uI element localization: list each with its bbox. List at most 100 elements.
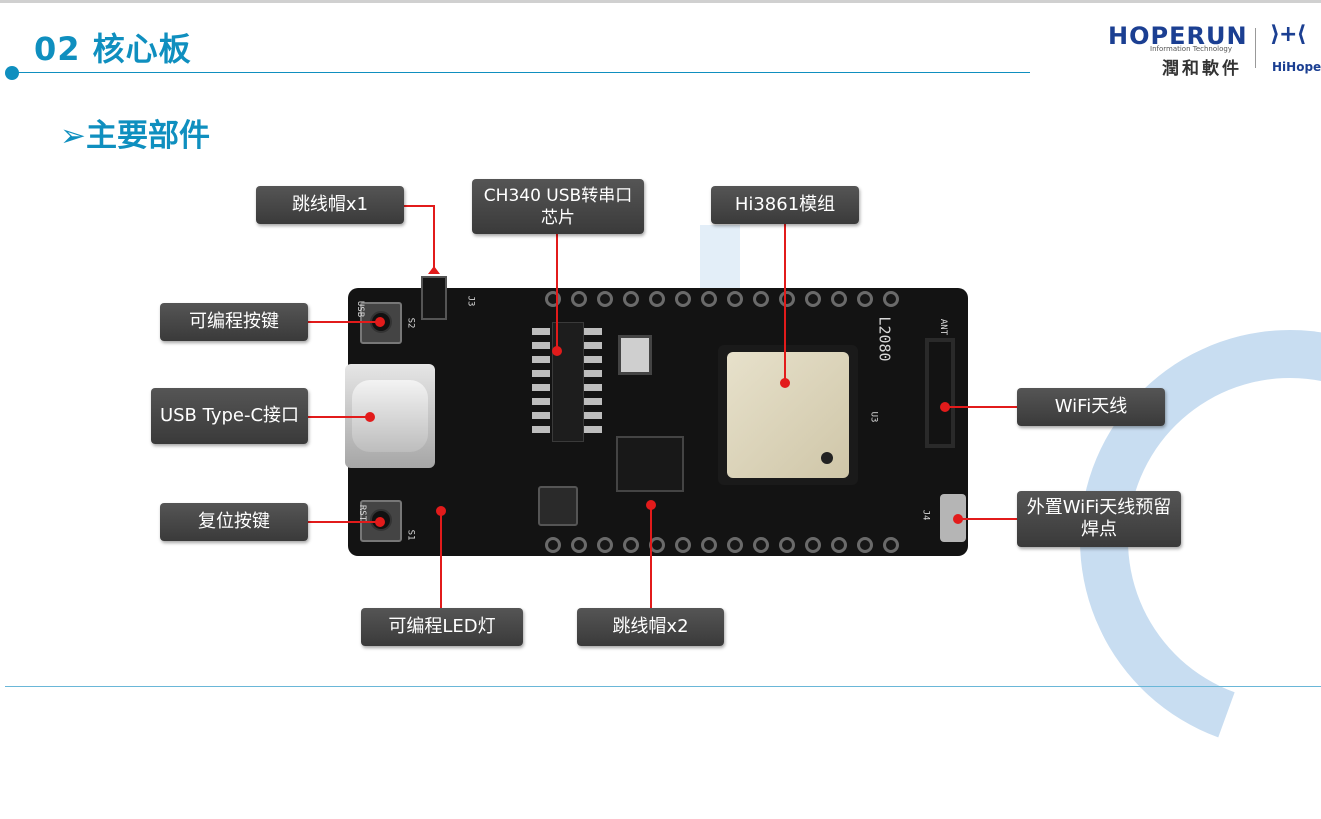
chip-pad bbox=[532, 398, 550, 405]
silk-j3: J3 bbox=[465, 295, 476, 307]
module-marker-dot bbox=[821, 452, 833, 464]
dot-reset-button bbox=[375, 517, 385, 527]
chip-pad bbox=[532, 412, 550, 419]
arrow-jumper-x1 bbox=[428, 266, 440, 274]
line-usb-typec bbox=[308, 416, 370, 418]
label-reset-button: 复位按键 bbox=[160, 503, 308, 541]
title-underline bbox=[12, 72, 1030, 73]
dot-hi3861 bbox=[780, 378, 790, 388]
pcb-antenna bbox=[925, 338, 955, 448]
header-pin bbox=[649, 291, 665, 307]
chip-pad bbox=[532, 342, 550, 349]
chip-pad bbox=[532, 370, 550, 377]
header-pin bbox=[623, 291, 639, 307]
header-pin bbox=[545, 291, 561, 307]
silk-j4: J4 bbox=[920, 509, 931, 521]
header-pin bbox=[779, 537, 795, 553]
label-ch340: CH340 USB转串口芯片 bbox=[472, 179, 644, 234]
header-pin bbox=[727, 291, 743, 307]
crystal-y2 bbox=[618, 335, 652, 375]
label-wifi-antenna: WiFi天线 bbox=[1017, 388, 1165, 426]
line-hi3861 bbox=[784, 223, 786, 383]
label-ext-antenna: 外置WiFi天线预留焊点 bbox=[1017, 491, 1181, 547]
top-border bbox=[0, 0, 1321, 3]
line-prog-button bbox=[308, 321, 380, 323]
chip-pad bbox=[532, 356, 550, 363]
header-pin bbox=[753, 291, 769, 307]
header-pin bbox=[623, 537, 639, 553]
dot-wifi-antenna bbox=[940, 402, 950, 412]
section-heading: ➢主要部件 bbox=[60, 118, 210, 154]
header-pin bbox=[701, 537, 717, 553]
hoperun-logo-sub: Information Technology bbox=[1150, 45, 1232, 53]
hihope-logo-icon: ⟩+⟨ bbox=[1270, 22, 1307, 47]
label-jumper-x1: 跳线帽x1 bbox=[256, 186, 404, 224]
label-prog-button: 可编程按键 bbox=[160, 303, 308, 341]
dot-jumper-x2 bbox=[646, 500, 656, 510]
line-reset-button bbox=[308, 521, 380, 523]
header-pin bbox=[571, 291, 587, 307]
label-jumper-x2: 跳线帽x2 bbox=[577, 608, 724, 646]
line-prog-led bbox=[440, 511, 442, 609]
regulator bbox=[538, 486, 578, 526]
header-pin bbox=[545, 537, 561, 553]
silk-u3: U3 bbox=[868, 411, 879, 423]
label-usb-typec: USB Type-C接口 bbox=[151, 388, 308, 444]
chip-pad bbox=[584, 370, 602, 377]
chip-pad bbox=[584, 412, 602, 419]
page-title: 02 核心板 bbox=[34, 30, 192, 68]
header-pin bbox=[675, 291, 691, 307]
header-pin bbox=[571, 537, 587, 553]
dot-prog-button bbox=[375, 317, 385, 327]
silk-s1: S1 bbox=[405, 529, 416, 541]
line-jumper-x1-v bbox=[433, 205, 435, 270]
chip-pad bbox=[584, 384, 602, 391]
line-wifi-antenna bbox=[945, 406, 1018, 408]
header-pin bbox=[727, 537, 743, 553]
logo-divider bbox=[1255, 28, 1256, 68]
label-hi3861: Hi3861模组 bbox=[711, 186, 859, 224]
title-bullet-dot bbox=[5, 66, 19, 80]
line-jumper-x1-h bbox=[403, 205, 435, 207]
header-pin bbox=[779, 291, 795, 307]
footer-rule bbox=[5, 686, 1321, 687]
chip-pad bbox=[532, 328, 550, 335]
chip-pad bbox=[532, 384, 550, 391]
header-pin bbox=[675, 537, 691, 553]
chip-pad bbox=[532, 426, 550, 433]
line-ext-antenna bbox=[958, 518, 1018, 520]
header-pin bbox=[883, 291, 899, 307]
line-ch340 bbox=[556, 233, 558, 351]
header-pin bbox=[831, 537, 847, 553]
header-pin bbox=[883, 537, 899, 553]
chip-pad bbox=[584, 342, 602, 349]
header-pin bbox=[701, 291, 717, 307]
chip-pad bbox=[584, 356, 602, 363]
silk-usb: USB bbox=[355, 300, 366, 318]
silk-s2: S2 bbox=[405, 317, 416, 329]
silk-ant: ANT bbox=[938, 318, 949, 336]
chip-pad bbox=[584, 398, 602, 405]
header-pin bbox=[753, 537, 769, 553]
header-pin bbox=[597, 537, 613, 553]
hoperun-logo: HOPERUN bbox=[1108, 22, 1248, 50]
jumper-cap-j3 bbox=[421, 276, 447, 320]
dot-usb-typec bbox=[365, 412, 375, 422]
header-pin bbox=[857, 537, 873, 553]
chip-pad bbox=[584, 426, 602, 433]
dot-ch340 bbox=[552, 346, 562, 356]
silk-rst: RST bbox=[357, 504, 368, 522]
header-pin bbox=[805, 537, 821, 553]
jumper-cap-pair bbox=[616, 436, 684, 492]
header-pin bbox=[597, 291, 613, 307]
hoperun-logo-cn: 潤和軟件 bbox=[1162, 59, 1242, 79]
dot-prog-led bbox=[436, 506, 446, 516]
line-jumper-x2 bbox=[650, 505, 652, 609]
header-pin bbox=[857, 291, 873, 307]
hihope-logo-text: HiHope bbox=[1272, 60, 1321, 74]
header-pin bbox=[805, 291, 821, 307]
header-pin bbox=[831, 291, 847, 307]
chip-pad bbox=[584, 328, 602, 335]
dot-ext-antenna bbox=[953, 514, 963, 524]
label-prog-led: 可编程LED灯 bbox=[361, 608, 523, 646]
